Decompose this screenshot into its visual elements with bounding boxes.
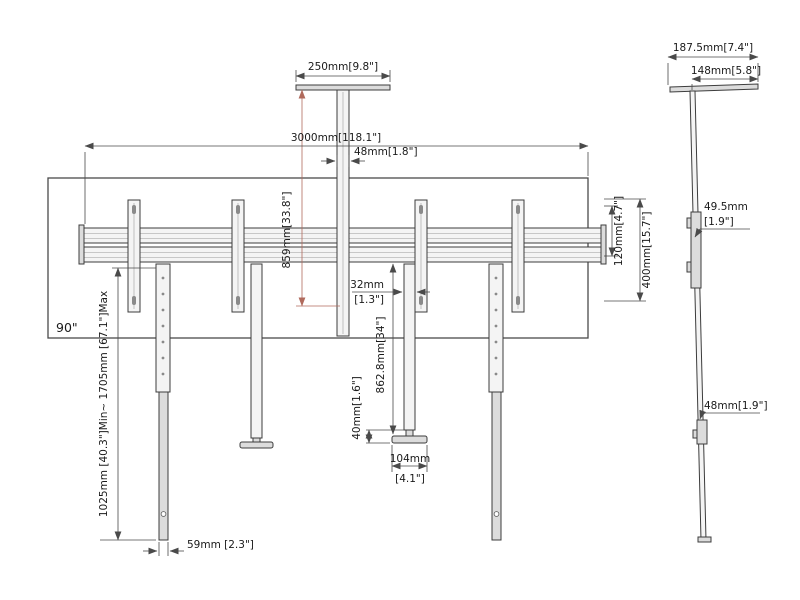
dim-label: 49.5mm <box>704 201 748 213</box>
drop-pole-right <box>391 263 428 444</box>
drop-pole-left <box>239 263 274 449</box>
dim-depth-total: 187.5mm[7.4"] <box>667 42 759 85</box>
vesa-bracket <box>231 199 245 313</box>
dim-height-range: 1025mm [40.3"]Min~ 1705mm [67.1"]Max <box>98 267 156 541</box>
center-top-pole <box>295 84 391 337</box>
vesa-bracket <box>414 199 428 313</box>
dim-total-width: 3000mm[118.1"] <box>84 132 589 224</box>
dim-label: 859mm[33.8"] <box>281 192 293 269</box>
floor-leg-left <box>155 263 171 541</box>
top-plate <box>295 84 391 91</box>
dim-label: 48mm[1.9"] <box>704 400 768 412</box>
dim-rail-gap: 120mm[4.7"] <box>604 196 625 266</box>
dim-bracket-height: 400mm[15.7"] <box>604 198 653 302</box>
dim-label: 48mm[1.8"] <box>354 146 418 158</box>
dim-label: 148mm[5.8"] <box>691 65 761 77</box>
floor-leg-right <box>488 263 504 541</box>
side-top-plate <box>669 83 759 93</box>
rail-end-cap-left <box>78 224 85 265</box>
drop-pole-foot <box>239 441 274 449</box>
dim-pole-width: 48mm[1.8"] <box>321 146 418 167</box>
dim-label: 120mm[4.7"] <box>613 196 625 266</box>
dim-label: 187.5mm[7.4"] <box>673 42 753 54</box>
drop-pole-foot <box>391 435 428 444</box>
side-view: 187.5mm[7.4"] 148mm[5.8"] 49.5mm [1.9"] … <box>667 42 768 543</box>
dim-foot-width: 104mm [4.1"] <box>390 445 431 485</box>
dim-depth-front: 148mm[5.8"] <box>691 65 761 90</box>
front-view: 90" <box>47 61 653 556</box>
dim-drop-pole-length: 862.8mm[34"] <box>375 263 397 435</box>
dim-label: 59mm [2.3"] <box>187 539 254 551</box>
dim-label: [4.1"] <box>395 473 425 485</box>
dim-label: 1025mm [40.3"]Min~ 1705mm [67.1"]Max <box>98 291 110 517</box>
side-lower-clamp <box>692 419 708 445</box>
side-foot <box>697 536 712 543</box>
dim-label: [1.3"] <box>354 294 384 306</box>
vesa-bracket <box>127 199 141 313</box>
dim-foot-height: 40mm[1.6"] <box>351 376 404 444</box>
side-pole <box>689 90 707 541</box>
dim-label: 40mm[1.6"] <box>351 376 363 440</box>
dim-pole-height: 859mm[33.8"] <box>281 89 340 307</box>
dim-label: 104mm <box>390 453 431 465</box>
dim-label: 32mm <box>350 279 384 291</box>
vesa-brackets <box>127 199 525 313</box>
dim-label: [1.9"] <box>704 216 734 228</box>
dim-label: 250mm[9.8"] <box>308 61 378 73</box>
side-mount-bracket <box>686 211 702 289</box>
dim-leg-width: 59mm [2.3"] <box>143 539 254 556</box>
dim-offset: 49.5mm [1.9"] <box>694 201 750 238</box>
dim-label: 400mm[15.7"] <box>641 212 653 289</box>
dim-label: 3000mm[118.1"] <box>291 132 381 144</box>
vesa-bracket <box>511 199 525 313</box>
rail-end-cap-right <box>600 224 607 265</box>
dim-plate-width: 250mm[9.8"] <box>295 61 391 82</box>
screen-size-label: 90" <box>56 320 78 335</box>
dim-label: 862.8mm[34"] <box>375 317 387 394</box>
dim-clamp: 48mm[1.9"] <box>699 400 768 420</box>
